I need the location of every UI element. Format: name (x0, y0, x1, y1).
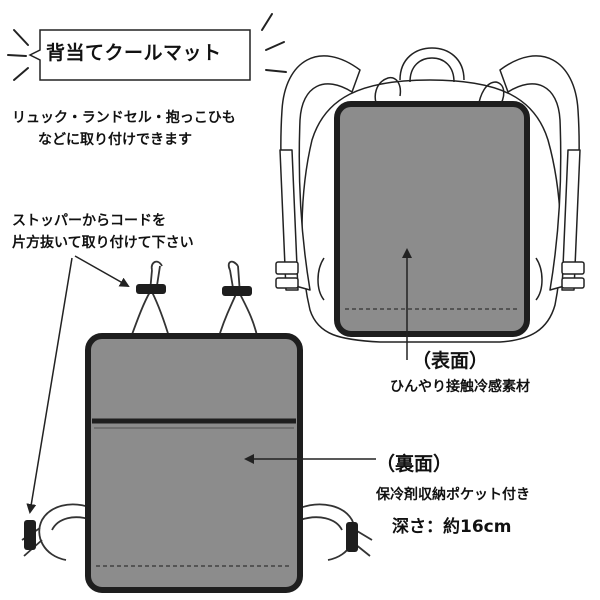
cord-stopper-left-icon (24, 520, 36, 550)
cord-stopper-right-icon (346, 522, 358, 552)
front-description: ひんやり接触冷感素材 (390, 379, 530, 395)
cord-stopper-top-right-icon (222, 286, 252, 296)
intro-line-1: リュック・ランドセル・抱っこひも (12, 110, 236, 126)
starburst-left-icon (7, 29, 29, 81)
back-description: 保冷剤収納ポケット付き (376, 487, 530, 503)
page-title: 背当てクールマット (46, 42, 222, 64)
cord-top-right (217, 260, 259, 341)
title-bubble (28, 29, 251, 81)
instruction-arrow-side-icon (26, 257, 73, 514)
back-heading: （裏面） (376, 453, 453, 475)
instruction-arrow-top-icon (74, 255, 130, 287)
instruction-line-2: 片方抜いて取り付けて下さい (12, 235, 194, 251)
cord-right (299, 503, 373, 561)
front-mat (334, 101, 530, 337)
front-heading: （表面） (412, 350, 489, 372)
cord-top-left (129, 260, 171, 341)
cord-stopper-top-left-icon (136, 284, 166, 294)
back-mat (85, 333, 303, 593)
starburst-right-icon (261, 13, 287, 73)
pocket-depth: 深さ：約16cm (392, 517, 512, 537)
instruction-line-1: ストッパーからコードを (12, 213, 166, 229)
intro-line-2: などに取り付けできます (38, 132, 192, 148)
